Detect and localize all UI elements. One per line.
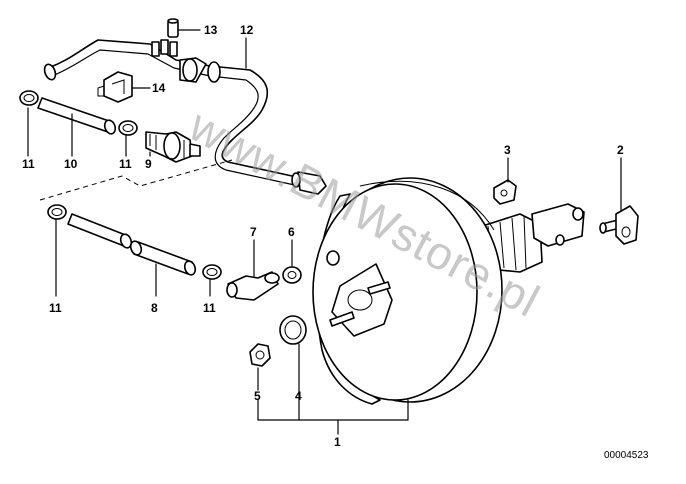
callout-1: 1	[334, 435, 341, 449]
brake-servo-1	[312, 177, 543, 405]
grommet-6	[282, 266, 302, 284]
clip-3	[493, 179, 517, 205]
diagram-id: 00004523	[604, 450, 649, 461]
hose-clamp-lower-left	[47, 204, 67, 220]
callout-3: 3	[504, 143, 511, 157]
dashed-separator	[39, 159, 233, 201]
callout-11-upper-left: 11	[22, 157, 35, 171]
bolt-2	[599, 205, 639, 245]
callout-8: 8	[151, 301, 158, 315]
hose-clamp-lower-right	[202, 264, 222, 280]
callout-11-lower-left: 11	[49, 301, 62, 315]
sealing-ring-4	[279, 315, 307, 345]
clevis-fork	[531, 203, 585, 247]
callout-2: 2	[617, 143, 624, 157]
callout-4: 4	[295, 389, 302, 403]
check-valve-9	[145, 131, 201, 163]
callout-6: 6	[288, 225, 295, 239]
callout-10: 10	[64, 157, 78, 171]
callout-11-upper-right: 11	[119, 157, 132, 171]
callout-5: 5	[254, 389, 261, 403]
holder-14	[97, 71, 133, 103]
elbow-connector-7	[226, 271, 280, 301]
hose-short-lower	[67, 213, 133, 249]
callout-7: 7	[250, 225, 257, 239]
callout-9: 9	[145, 157, 152, 171]
hose-clamp-upper-left	[19, 90, 39, 106]
hose-clamp-upper-right	[118, 120, 138, 136]
callout-13: 13	[204, 23, 218, 37]
nut-5	[249, 343, 271, 367]
hose-10	[37, 97, 117, 135]
cap-13	[167, 18, 179, 38]
callout-12: 12	[240, 23, 254, 37]
hose-8	[129, 240, 197, 276]
leader-lines	[27, 29, 622, 435]
callout-11-lower-right: 11	[203, 301, 216, 315]
callout-14: 14	[152, 81, 166, 95]
